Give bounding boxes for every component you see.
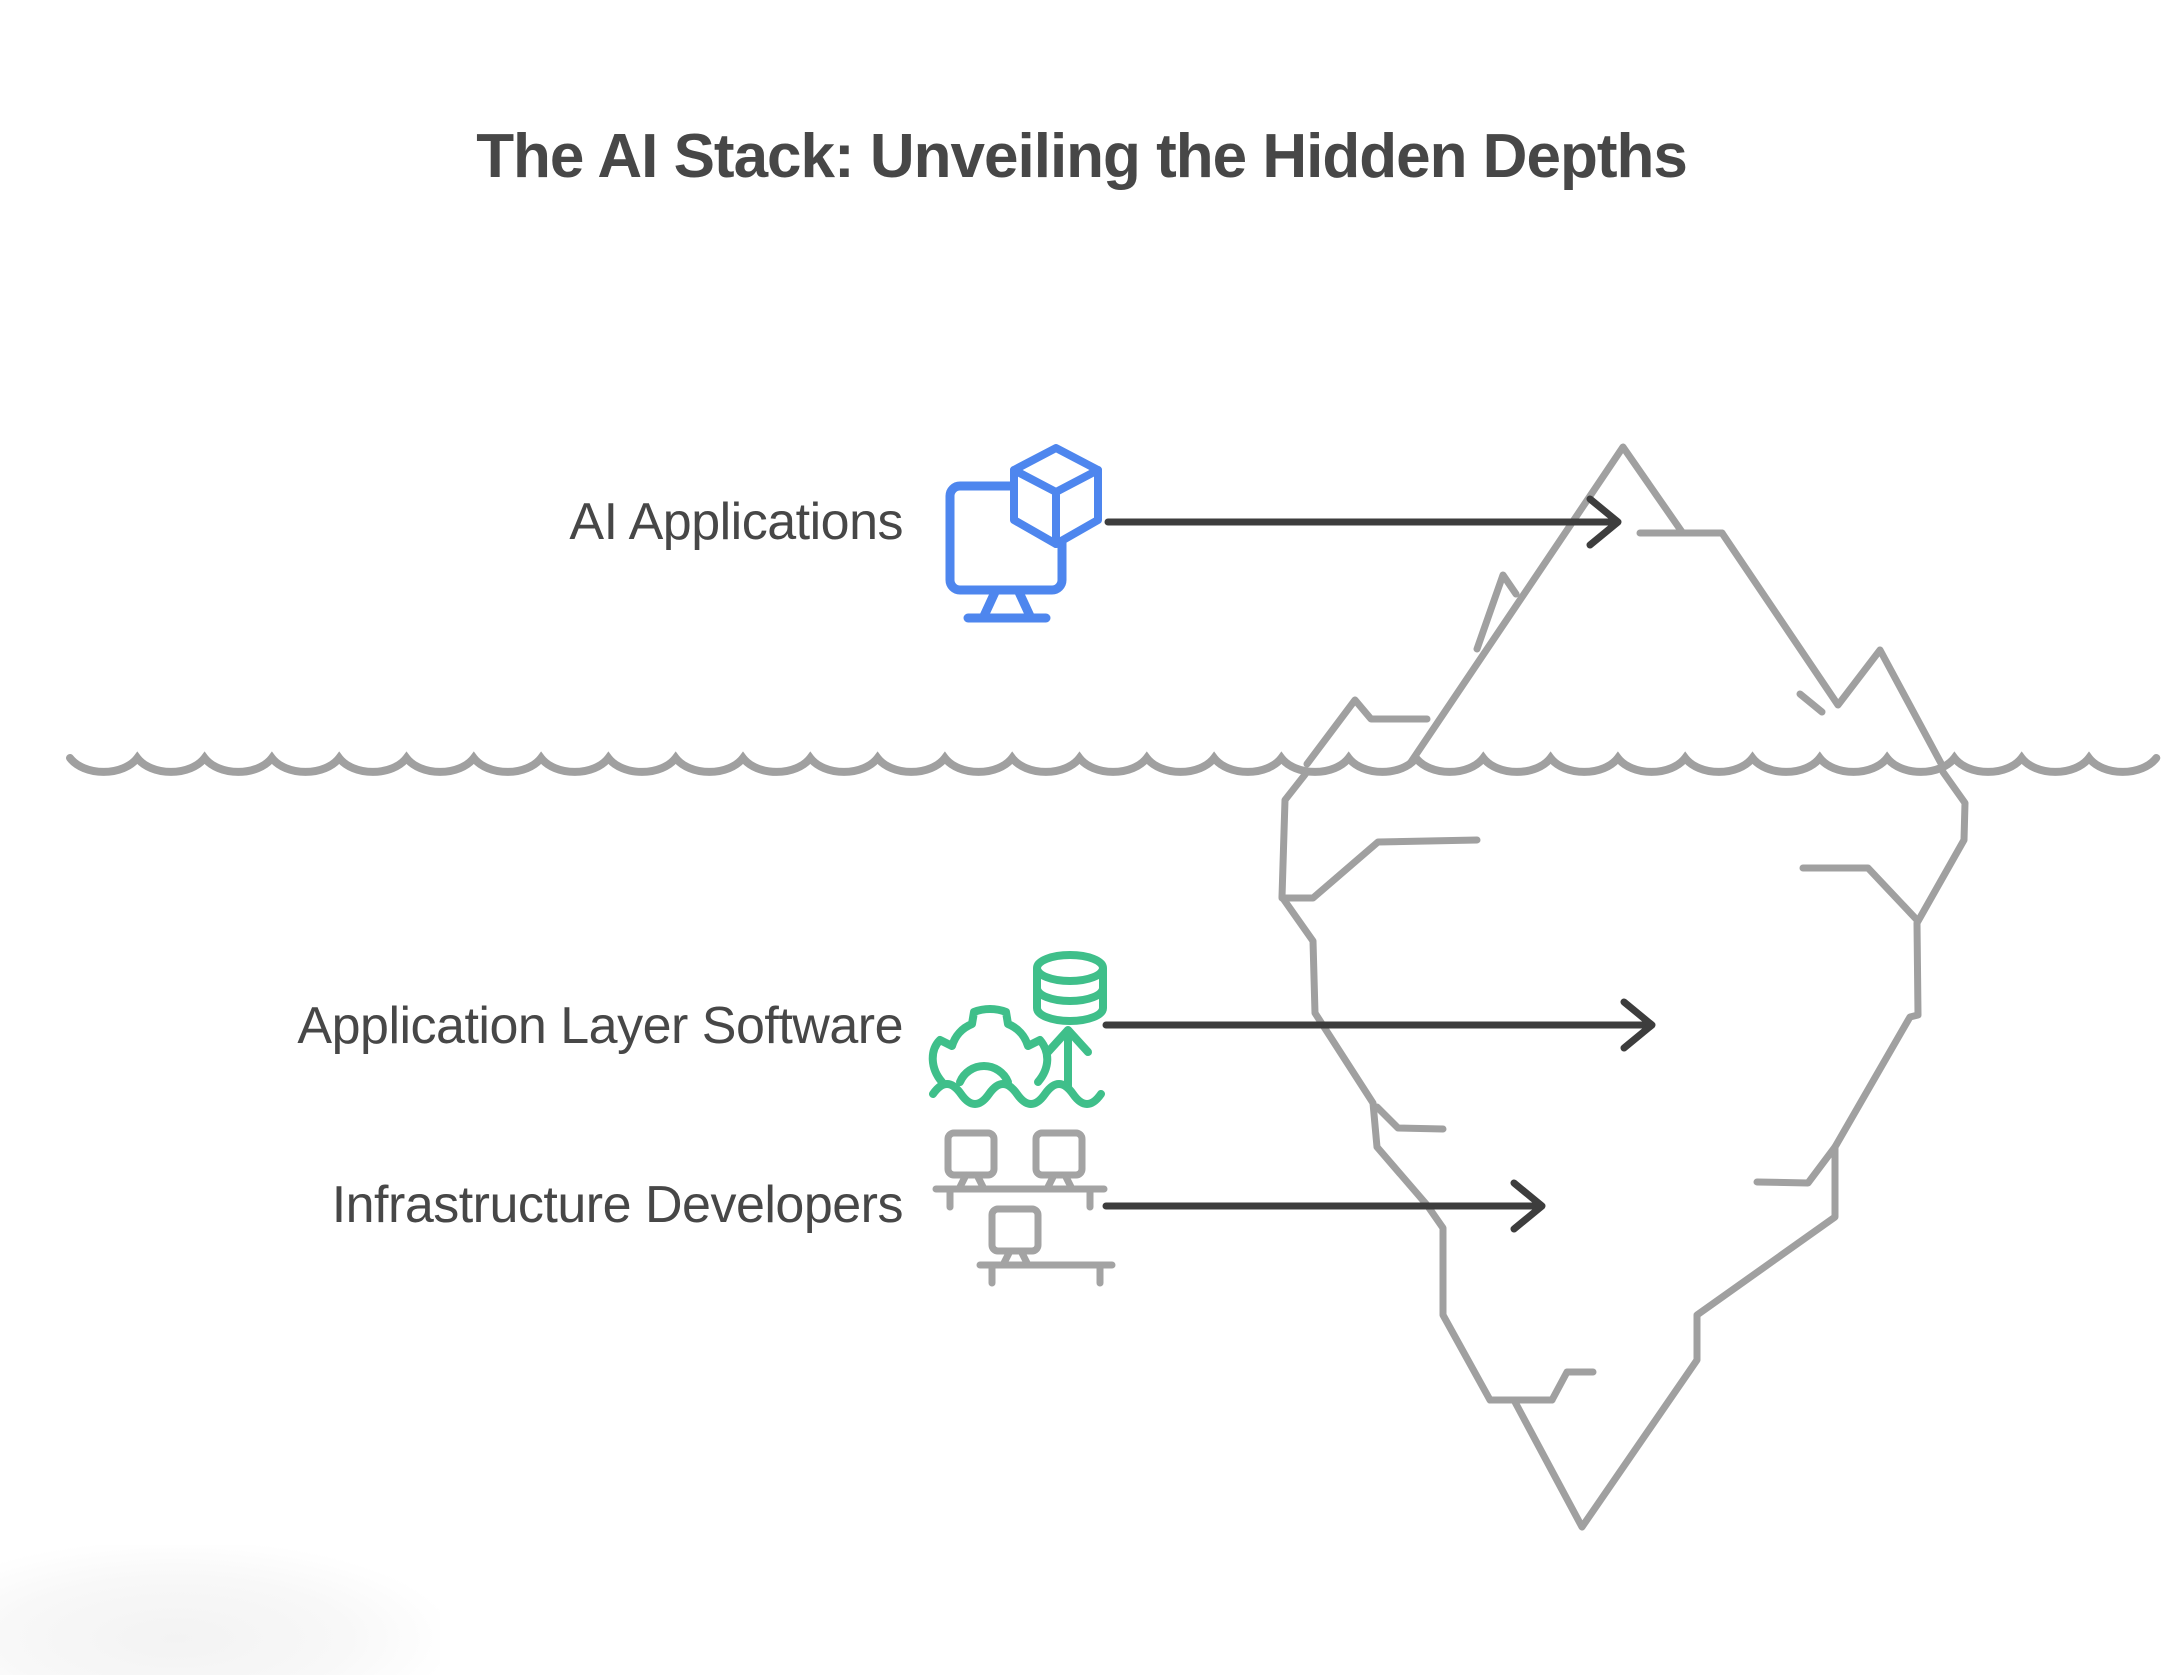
up-arrow-icon <box>1044 1026 1092 1092</box>
label-ai-applications: AI Applications <box>569 492 903 551</box>
workstation-stand <box>1000 1247 1031 1267</box>
iceberg-left-edge <box>1278 768 1556 1404</box>
iceberg-crack <box>1373 1103 1447 1133</box>
workstation-stand <box>1044 1171 1075 1191</box>
database-icon <box>1033 951 1107 1025</box>
workstation-monitor <box>1032 1129 1086 1179</box>
workstation-stand <box>956 1171 987 1191</box>
wave-icon <box>929 1080 1105 1108</box>
arrow-ai-applications <box>1104 495 1622 549</box>
iceberg-left-peak <box>1303 696 1431 768</box>
cube-edges <box>1010 466 1102 548</box>
waterline <box>66 751 2161 776</box>
arrow-infrastructure-developers <box>1102 1179 1546 1233</box>
monitor-stand <box>963 585 1051 623</box>
arrowhead-icon <box>1510 1179 1546 1233</box>
monitor-cube-icon <box>945 444 1102 623</box>
iceberg-crack <box>1278 836 1481 902</box>
gear-icon <box>928 1005 1052 1086</box>
arrowhead-icon <box>1586 495 1622 549</box>
desk <box>976 1261 1116 1287</box>
label-application-layer-software: Application Layer Software <box>297 996 903 1055</box>
arrow-application-layer-software <box>1102 998 1656 1052</box>
iceberg-below-water <box>1278 768 1969 1531</box>
gear-hole <box>956 1062 1012 1086</box>
iceberg-above-water <box>1303 443 1947 771</box>
workstations-icon <box>932 1129 1116 1287</box>
iceberg-crack <box>1796 690 1826 716</box>
desk <box>932 1185 1108 1211</box>
iceberg-bottom-right-edge <box>1511 768 1969 1531</box>
workstation-monitor <box>988 1205 1042 1255</box>
iceberg-crack <box>1548 1368 1597 1404</box>
label-infrastructure-developers: Infrastructure Developers <box>331 1175 904 1234</box>
iceberg-right-peak <box>1718 529 1947 771</box>
iceberg-crack <box>1753 1143 1839 1187</box>
database-gear-wave-icon <box>928 951 1107 1108</box>
page-title: The AI Stack: Unveiling the Hidden Depth… <box>476 121 1688 191</box>
workstation-monitor <box>944 1129 998 1179</box>
iceberg-main-peak <box>1405 443 1686 769</box>
iceberg-crack <box>1473 571 1520 653</box>
arrowhead-icon <box>1620 998 1656 1052</box>
watermark-smudge <box>0 1545 440 1675</box>
iceberg-crack <box>1799 864 1921 924</box>
